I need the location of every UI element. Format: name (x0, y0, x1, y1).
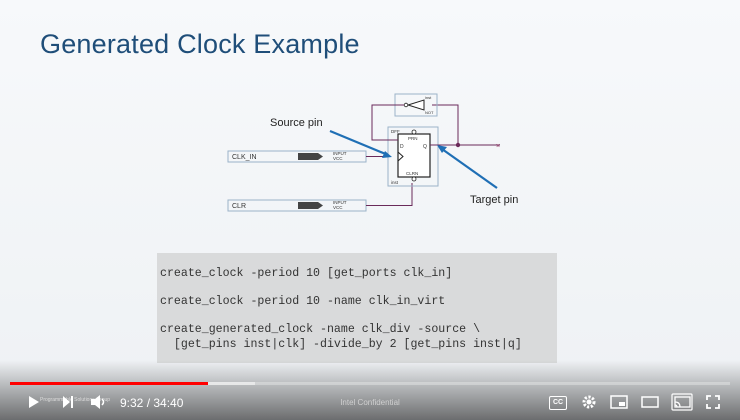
dff-d-label: D (400, 144, 404, 150)
clk-in-input-tag: INPUT (333, 151, 347, 156)
feedback-wire-left (371, 104, 404, 141)
player-controls: Programmable Solutions Group 9:32 / 34:4… (0, 388, 740, 418)
clock-triangle-icon (397, 151, 404, 162)
source-pin-arrow (329, 129, 389, 157)
next-icon[interactable] (62, 395, 74, 409)
code-line-2: create_clock -period 10 -name clk_in_vir… (160, 295, 446, 308)
progress-played (10, 382, 208, 385)
dff-inst-label: inst (391, 180, 399, 185)
clr-input-tag: INPUT (333, 200, 347, 205)
footer-confidential: Intel Confidential (340, 398, 400, 407)
code-block: create_clock -period 10 [get_ports clk_i… (157, 253, 557, 363)
miniplayer-icon[interactable] (610, 395, 628, 409)
dff-clrn-label: CLRN (406, 171, 418, 176)
clk-in-buffer-icon (298, 153, 323, 160)
source-pin-arrowhead (382, 151, 392, 158)
clr-wire (366, 183, 413, 206)
dff-q-label: Q (423, 144, 427, 150)
target-pin-arrow (441, 148, 498, 189)
cc-icon[interactable]: CC (549, 396, 567, 410)
time-display: 9:32 / 34:40 (120, 396, 184, 410)
output-x-mark: × (496, 143, 500, 150)
feedback-wire-right (432, 104, 459, 145)
clr-vcc-tag: VCC (333, 205, 343, 210)
code-line-3: create_generated_clock -name clk_div -so… (160, 323, 481, 336)
source-pin-annotation: Source pin (270, 117, 323, 129)
progress-bar[interactable] (10, 382, 730, 385)
clrn-bubble (411, 176, 417, 182)
chapter-hint: Programmable Solutions Group (40, 397, 111, 403)
target-pin-annotation: Target pin (470, 194, 518, 206)
controls-gradient (0, 360, 740, 420)
code-line-4: [get_pins inst|clk] -divide_by 2 [get_pi… (160, 338, 522, 351)
clr-label: CLR (232, 203, 246, 210)
dff-label: DFF (391, 129, 400, 134)
not-gate-icon (406, 99, 425, 111)
not-bubble (403, 102, 409, 108)
fullscreen-icon[interactable] (706, 395, 720, 409)
clk-in-label: CLK_IN (232, 154, 257, 161)
target-pin-arrowhead (437, 145, 447, 153)
prn-bubble (411, 129, 417, 135)
dff-prn-label: PRN (408, 136, 418, 141)
not-inst-label: inst (425, 95, 432, 100)
code-line-1: create_clock -period 10 [get_ports clk_i… (160, 267, 453, 280)
clr-buffer-icon (298, 202, 323, 209)
play-icon[interactable] (28, 395, 40, 409)
slide-title: Generated Clock Example (40, 29, 360, 59)
cast-icon[interactable] (671, 393, 693, 411)
theater-mode-icon[interactable] (641, 395, 659, 409)
volume-icon[interactable] (90, 394, 108, 410)
clk-in-vcc-tag: VCC (333, 156, 343, 161)
settings-gear-icon[interactable] (581, 394, 597, 410)
not-type-label: NOT (425, 110, 434, 115)
